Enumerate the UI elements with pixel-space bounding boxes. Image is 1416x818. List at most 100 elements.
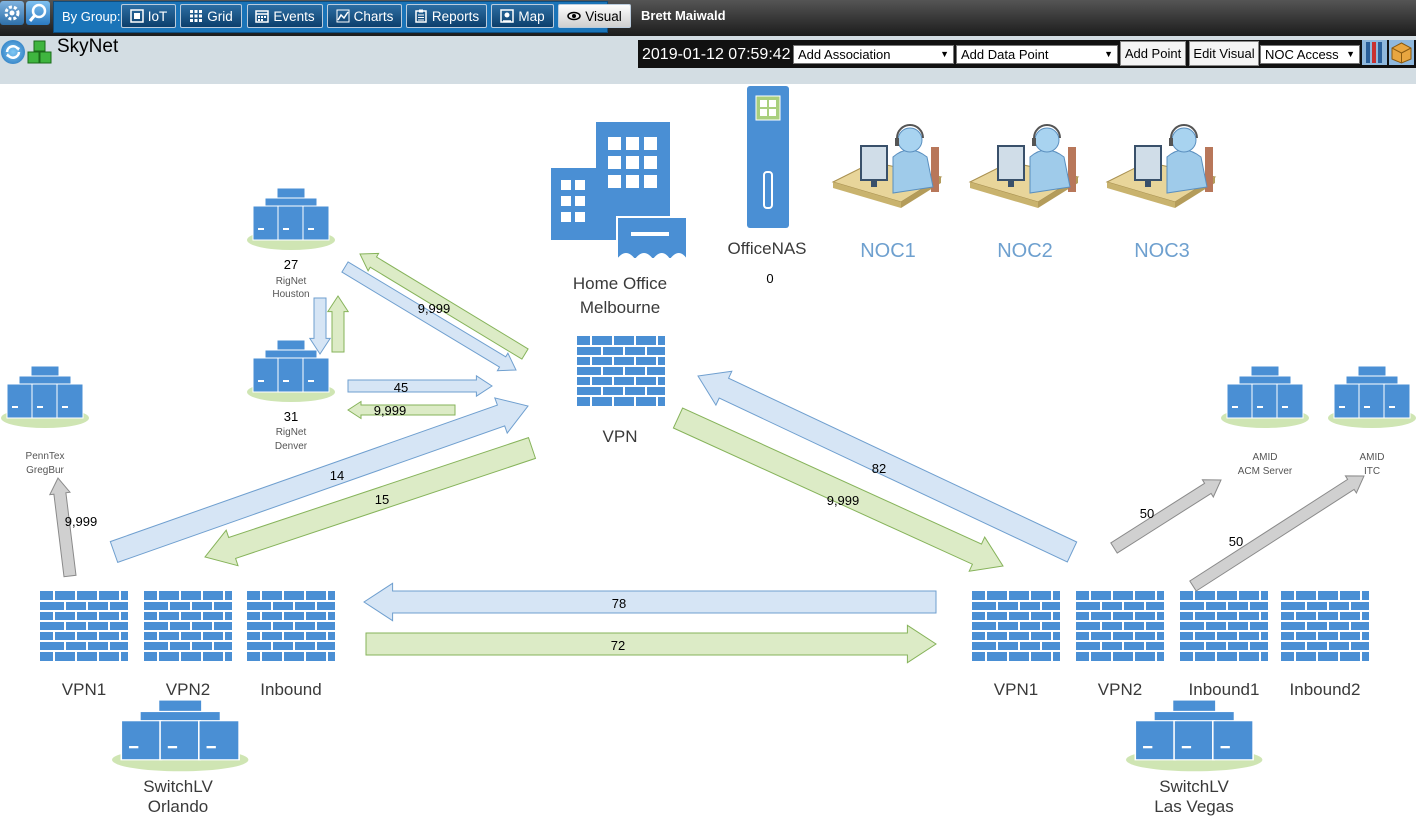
user-name[interactable]: Brett Maiwald (641, 8, 726, 23)
lv-inbound1-label: Inbound1 (1189, 680, 1260, 699)
penntex-name: PennTex (26, 451, 65, 462)
noc-access-select[interactable]: NOC Access ▼ (1260, 45, 1360, 64)
main-vpn-firewall-icon[interactable] (576, 335, 666, 407)
orlando-vpn2-label: VPN2 (166, 680, 210, 699)
lv-switch-icon[interactable] (1125, 699, 1264, 773)
add-association-select[interactable]: Add Association ▼ (793, 45, 954, 64)
visual-label: Visual (585, 8, 622, 24)
map-button[interactable]: Map (491, 4, 554, 28)
link-label-vpn-orlando: 15 (375, 492, 389, 507)
arrow-vpn-to-orlando[interactable] (204, 436, 537, 567)
iot-label: IoT (147, 8, 168, 24)
arrow-lv-to-vpn[interactable] (697, 370, 1078, 563)
orlando-switch-icon[interactable] (111, 699, 250, 773)
arrow-vpn-to-lv[interactable] (672, 407, 1004, 572)
orlando-inbound-firewall-icon[interactable] (246, 590, 336, 662)
noc3-label: NOC3 (1134, 240, 1190, 262)
lv-vpn1-label: VPN1 (994, 680, 1038, 699)
amid-itc-name: AMID (1360, 452, 1385, 463)
arrow-denver-to-houston[interactable] (326, 295, 350, 353)
arrow-orlando-to-penntex[interactable] (48, 477, 77, 578)
link-label-lv-itc: 50 (1229, 534, 1243, 549)
package-icon[interactable] (1389, 40, 1414, 65)
link-label-vpn-denver: 9,999 (374, 403, 407, 418)
lv-inbound2-label: Inbound2 (1290, 680, 1361, 699)
arrow-houston-to-denver[interactable] (308, 297, 332, 355)
amid-acm-server-icon[interactable] (1220, 365, 1310, 429)
settings-icon[interactable] (0, 1, 24, 25)
arrow-orlando-to-lv[interactable] (365, 624, 937, 664)
noc-access-value: NOC Access (1265, 47, 1339, 62)
penntex-sub: GregBur (26, 465, 64, 476)
noc3-workstation-icon[interactable] (1106, 124, 1216, 209)
link-label-lv-orlando: 78 (612, 596, 626, 611)
officenas-value: 0 (766, 271, 773, 286)
page-title: SkyNet (57, 36, 119, 57)
noc2-workstation-icon[interactable] (969, 124, 1079, 209)
add-point-button[interactable]: Add Point (1120, 41, 1186, 66)
arrow-lv-to-itc[interactable] (1189, 475, 1365, 592)
amid-itc-server-icon[interactable] (1327, 365, 1416, 429)
dropdown-arrow-icon: ▼ (1104, 49, 1113, 59)
map-icon (500, 9, 515, 23)
lv-vpn1-firewall-icon[interactable] (971, 590, 1061, 662)
orlando-vpn1-firewall-icon[interactable] (39, 590, 129, 662)
penntex-server-icon[interactable] (0, 365, 90, 429)
rignet-denver-name: RigNet (276, 427, 307, 438)
lv-inbound1-firewall-icon[interactable] (1179, 590, 1269, 662)
iot-button[interactable]: IoT (121, 4, 176, 28)
search-icon[interactable] (26, 1, 50, 25)
arrow-lv-to-acm[interactable] (1110, 479, 1222, 554)
officenas-server-icon[interactable] (747, 86, 789, 228)
main-vpn-label: VPN (603, 427, 638, 446)
orlando-inbound-label: Inbound (260, 680, 321, 699)
amid-acm-sub: ACM Server (1238, 466, 1293, 477)
link-label-orlando-penntex: 9,999 (65, 514, 98, 529)
link-label-lv-acm: 50 (1140, 506, 1154, 521)
link-label-orlando-vpn: 14 (330, 468, 344, 483)
datetime-display: 2019-01-12 07:59:42 (642, 46, 791, 63)
rignet-denver-city: Denver (275, 441, 308, 452)
rignet-houston-value: 27 (284, 257, 298, 272)
edit-visual-button[interactable]: Edit Visual (1189, 41, 1259, 66)
orlando-vpn1-label: VPN1 (62, 680, 106, 699)
link-label-denver-vpn: 45 (394, 380, 408, 395)
network-diagram: Home Office Melbourne OfficeNAS 0 NOC1 N… (0, 86, 1416, 816)
arrow-orlando-to-vpn[interactable] (109, 397, 529, 564)
events-button[interactable]: Events (247, 4, 323, 28)
link-label-orlando-lv: 72 (611, 638, 625, 653)
visual-button[interactable]: Visual (558, 4, 631, 28)
clipboard-icon (414, 9, 428, 23)
group-status-icon[interactable] (27, 40, 53, 66)
arrow-denver-to-vpn[interactable] (347, 374, 493, 398)
noc1-workstation-icon[interactable] (832, 124, 942, 209)
arrow-lv-to-orlando[interactable] (363, 582, 937, 622)
iot-icon (129, 9, 144, 23)
rignet-houston-name: RigNet (276, 276, 307, 287)
grid-button[interactable]: Grid (180, 4, 242, 28)
rignet-houston-server-icon[interactable] (246, 187, 336, 251)
arrow-vpn-to-houston[interactable] (359, 252, 529, 360)
events-label: Events (273, 8, 315, 24)
home-office-building-icon (551, 122, 688, 260)
arrow-houston-to-vpn[interactable] (341, 261, 517, 372)
reports-button[interactable]: Reports (406, 4, 487, 28)
refresh-icon[interactable] (1, 40, 25, 64)
amid-itc-sub: ITC (1364, 466, 1380, 477)
lv-vpn2-firewall-icon[interactable] (1075, 590, 1165, 662)
charts-label: Charts (353, 8, 394, 24)
eye-icon (567, 9, 581, 23)
add-data-point-select[interactable]: Add Data Point ▼ (956, 45, 1118, 64)
arrow-vpn-to-denver[interactable] (347, 400, 456, 420)
charts-button[interactable]: Charts (327, 4, 402, 28)
lv-inbound2-firewall-icon[interactable] (1280, 590, 1370, 662)
orlando-switch-label: SwitchLV (143, 777, 213, 796)
grid-icon (189, 9, 203, 23)
officenas-label: OfficeNAS (727, 239, 806, 258)
orlando-vpn2-firewall-icon[interactable] (143, 590, 233, 662)
reports-label: Reports (431, 8, 480, 24)
noc2-label: NOC2 (997, 240, 1053, 262)
lv-switch-label: SwitchLV (1159, 777, 1229, 796)
columns-icon[interactable] (1362, 40, 1387, 65)
add-data-point-value: Add Data Point (961, 47, 1049, 62)
